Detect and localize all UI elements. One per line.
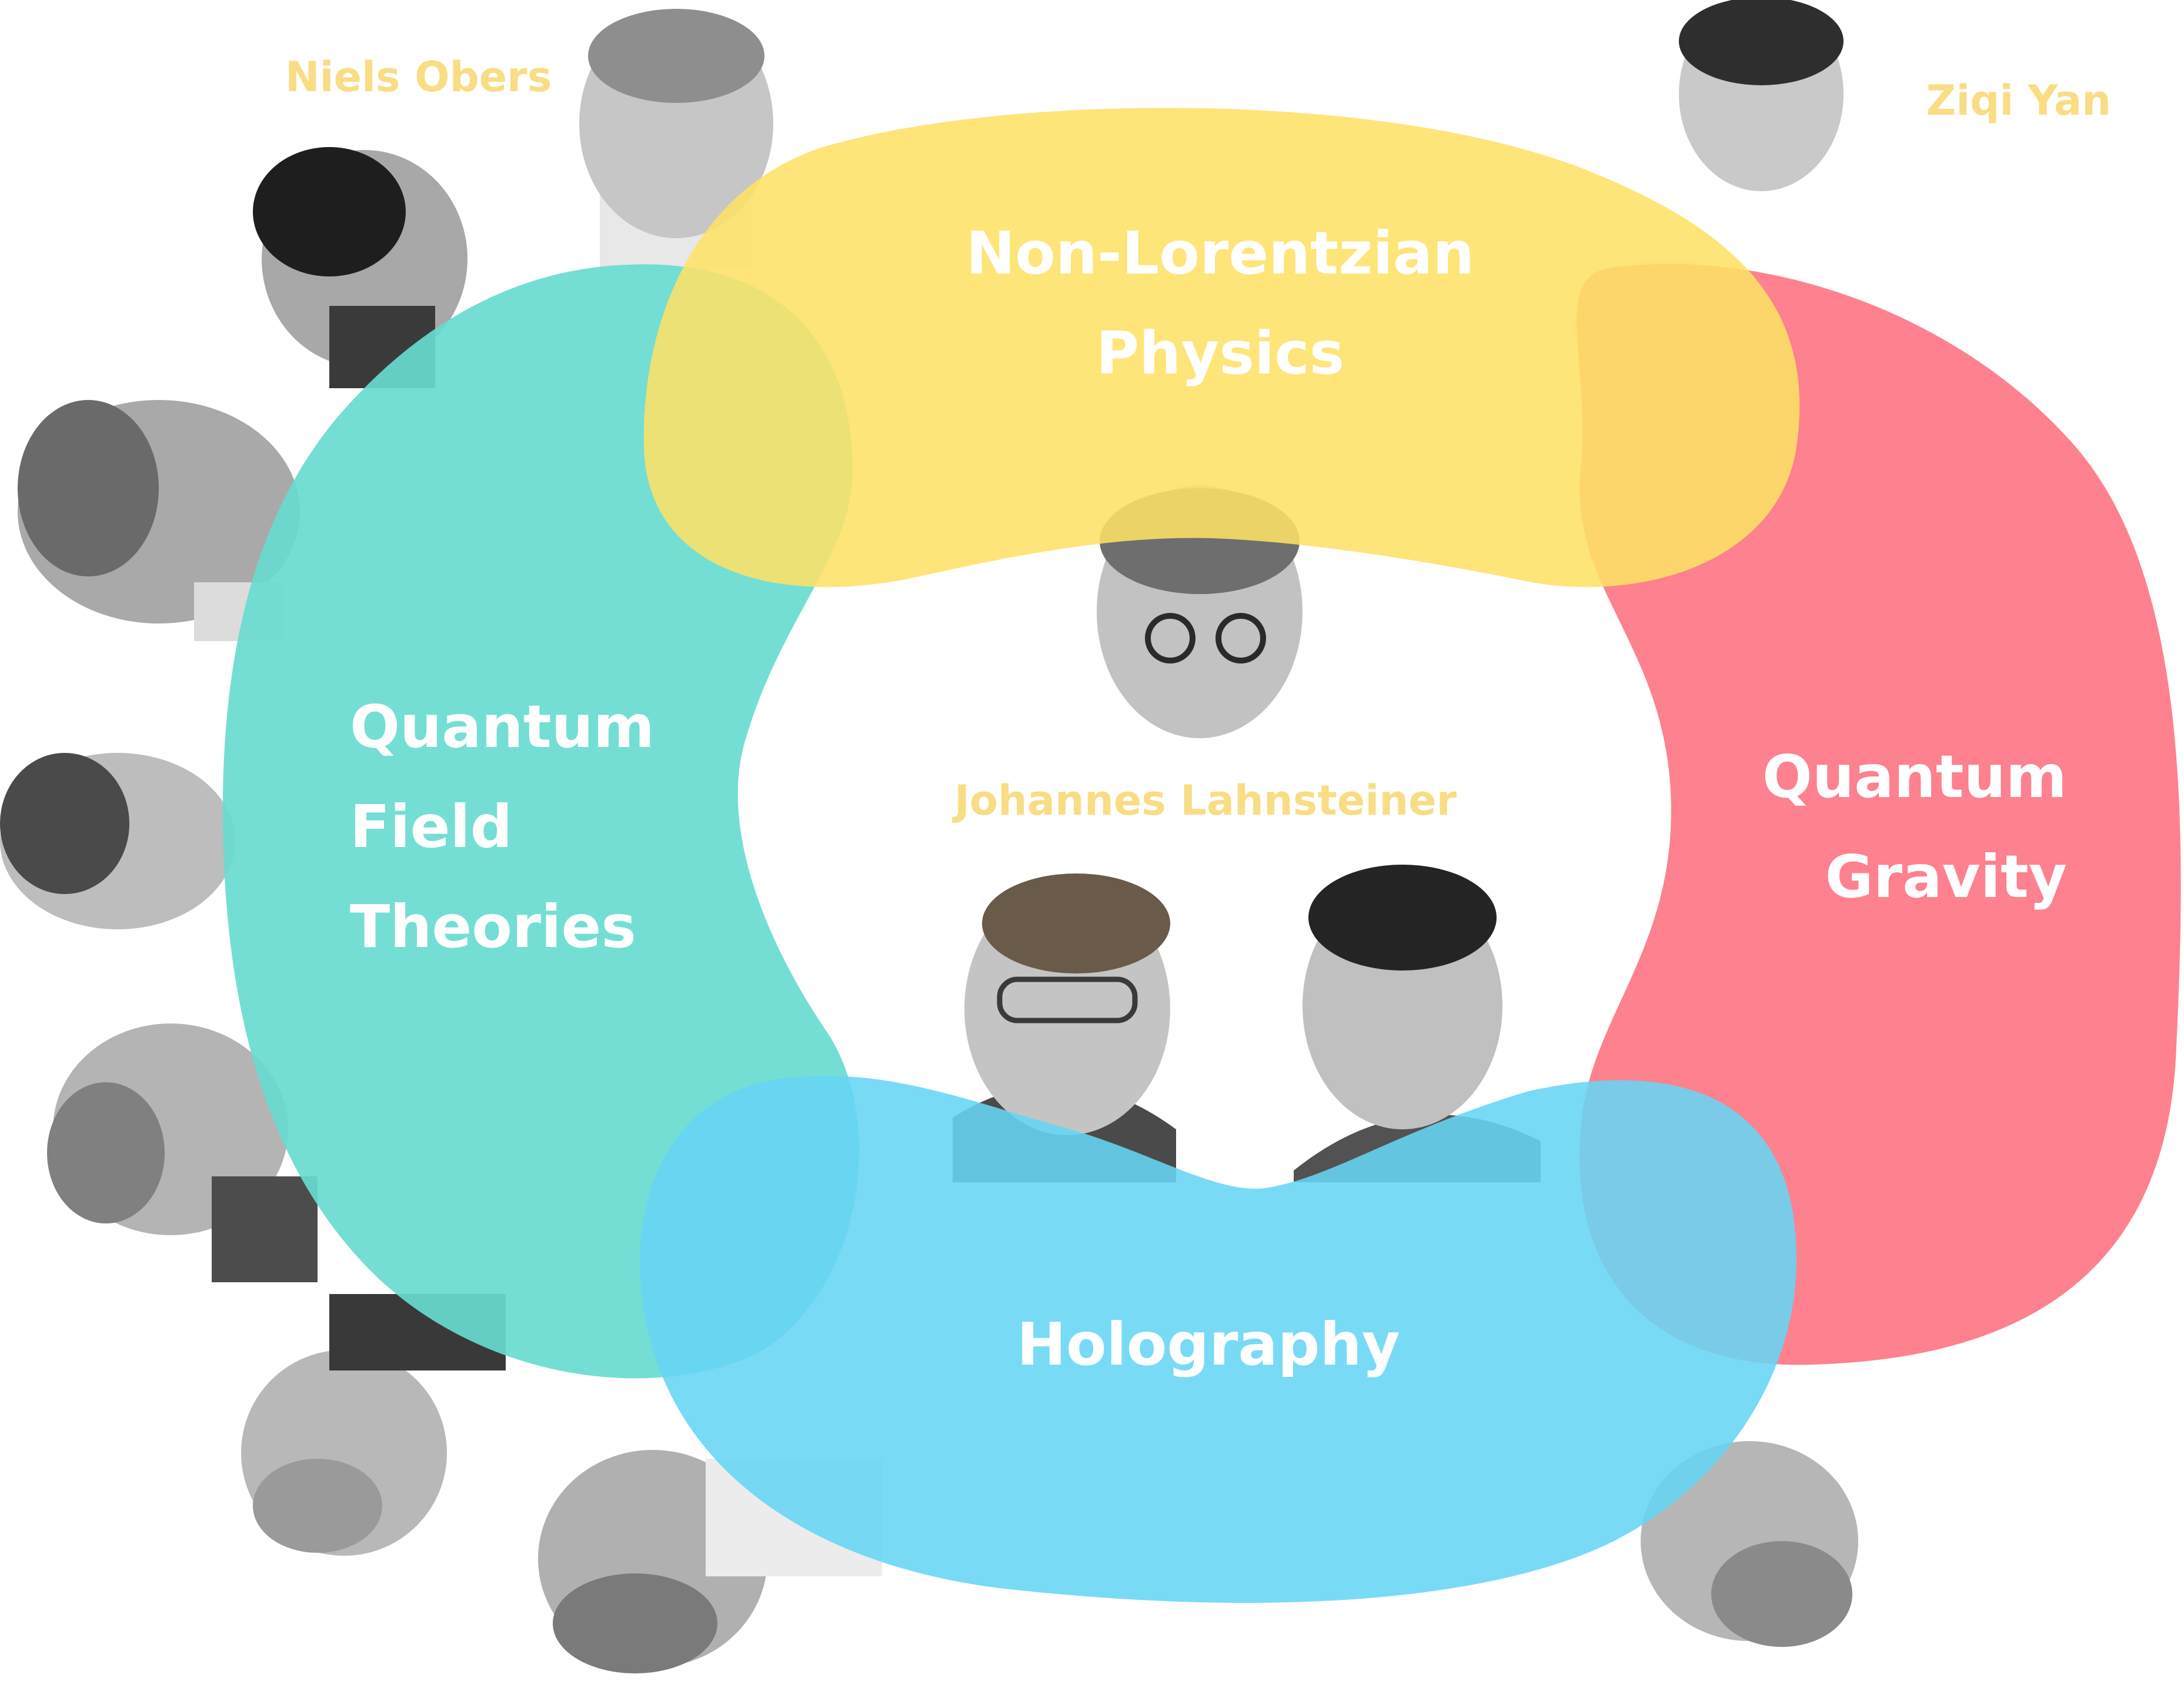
research-lobes: [222, 108, 2181, 1603]
portrait-photo: [253, 147, 467, 388]
qft-label-line2: Field: [350, 792, 512, 861]
lobe-labels: Non-Lorentzian Physics Quantum Field The…: [350, 219, 2067, 1379]
qft-label-line1: Quantum: [350, 692, 654, 761]
portrait-photo: [538, 1450, 882, 1673]
holography-label: Holography: [1017, 1310, 1400, 1379]
quantum-gravity-label-line1: Quantum: [1762, 742, 2067, 811]
quantum-gravity-label-line2: Gravity: [1825, 842, 2067, 911]
qft-label-line3: Theories: [350, 892, 636, 961]
name-niels-obers: Niels Obers: [285, 53, 552, 101]
name-ziqi-yan: Ziqi Yan: [1926, 76, 2111, 125]
portrait-photo: [1679, 0, 1844, 191]
name-johannes-lahnsteiner: Johannes Lahnsteiner: [952, 776, 1457, 825]
non-lorentzian-label-line1: Non-Lorentzian: [966, 219, 1475, 288]
portrait-photo: [579, 9, 773, 271]
holography-lobe: [640, 1076, 1797, 1603]
non-lorentzian-label-line2: Physics: [1096, 319, 1344, 388]
non-lorentzian-physics-lobe: [643, 108, 1800, 588]
person-names: Niels Obers Ziqi Yan Johannes Lahnsteine…: [285, 53, 2111, 825]
portrait-photo: [47, 1023, 318, 1282]
team-photos: [0, 0, 1858, 1673]
portrait-photo: [0, 753, 235, 929]
portrait-photo: [1641, 1441, 1858, 1647]
